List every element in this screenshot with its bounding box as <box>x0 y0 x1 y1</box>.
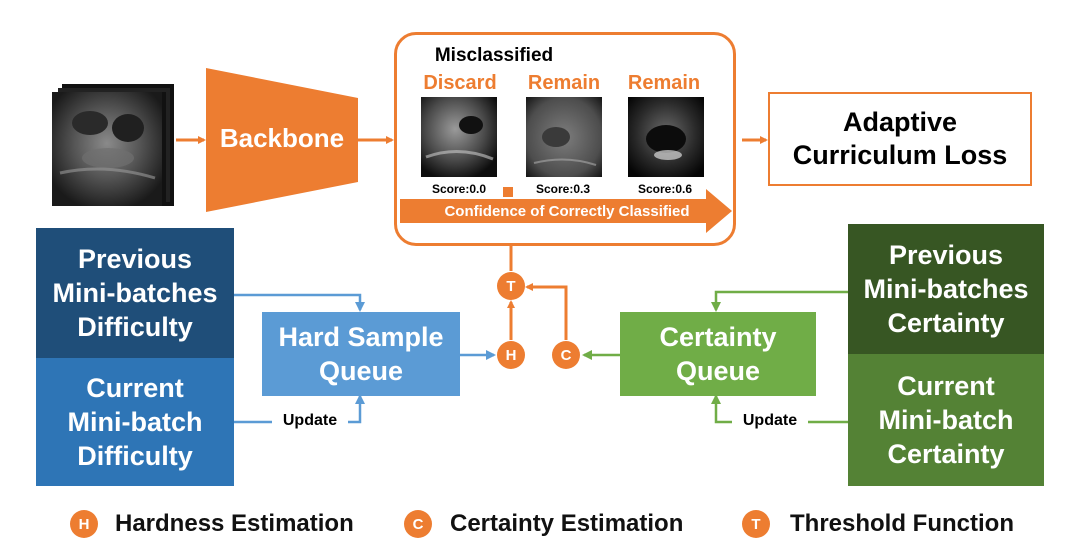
legend-label-hardness: Hardness Estimation <box>115 510 354 537</box>
legend-badge-hardness: H <box>70 510 98 538</box>
legend-label-certainty: Certainty Estimation <box>450 510 684 537</box>
legend-label-threshold: Threshold Function <box>790 510 1014 537</box>
adaptive-curriculum-loss-box: Adaptive Curriculum Loss <box>768 92 1032 186</box>
ultrasound-image-stack-icon <box>52 84 174 206</box>
sample-status-1: Discard <box>423 71 497 94</box>
arrow-c-to-t <box>525 283 568 340</box>
hard-sample-queue-box: Hard Sample Queue <box>262 312 460 396</box>
current-certainty-box: Current Mini-batch Certainty <box>848 354 1044 486</box>
confidence-arrow <box>400 187 732 233</box>
sample-score-1: Score:0.0 <box>431 182 487 196</box>
backbone-label: Backbone <box>219 122 345 153</box>
panel-title: Misclassified <box>434 45 554 66</box>
previous-difficulty-box: Previous Mini-batches Difficulty <box>36 228 234 358</box>
sample-thumbnail-1 <box>421 97 497 177</box>
legend-badge-threshold: T <box>742 510 770 538</box>
sample-score-3: Score:0.6 <box>637 182 693 196</box>
sample-thumbnail-3 <box>628 97 704 177</box>
legend-badge-certainty: C <box>404 510 432 538</box>
current-difficulty-box: Current Mini-batch Difficulty <box>36 358 234 486</box>
left-update-label: Update <box>272 410 348 432</box>
confidence-arrow-label: Confidence of Correctly Classified <box>444 202 690 220</box>
sample-thumbnail-2 <box>526 97 602 177</box>
arrow-prev-certainty-to-queue <box>711 290 850 312</box>
right-update-label: Update <box>732 410 808 432</box>
certainty-queue-box: Certainty Queue <box>620 312 816 396</box>
sample-score-2: Score:0.3 <box>535 182 591 196</box>
sample-status-3: Remain <box>627 71 701 94</box>
hardness-node: H <box>497 341 525 369</box>
threshold-node: T <box>497 272 525 300</box>
sample-status-2: Remain <box>527 71 601 94</box>
previous-certainty-box: Previous Mini-batches Certainty <box>848 224 1044 354</box>
arrow-prev-difficulty-to-queue <box>234 293 365 312</box>
certainty-node: C <box>552 341 580 369</box>
backbone-block <box>206 68 358 212</box>
